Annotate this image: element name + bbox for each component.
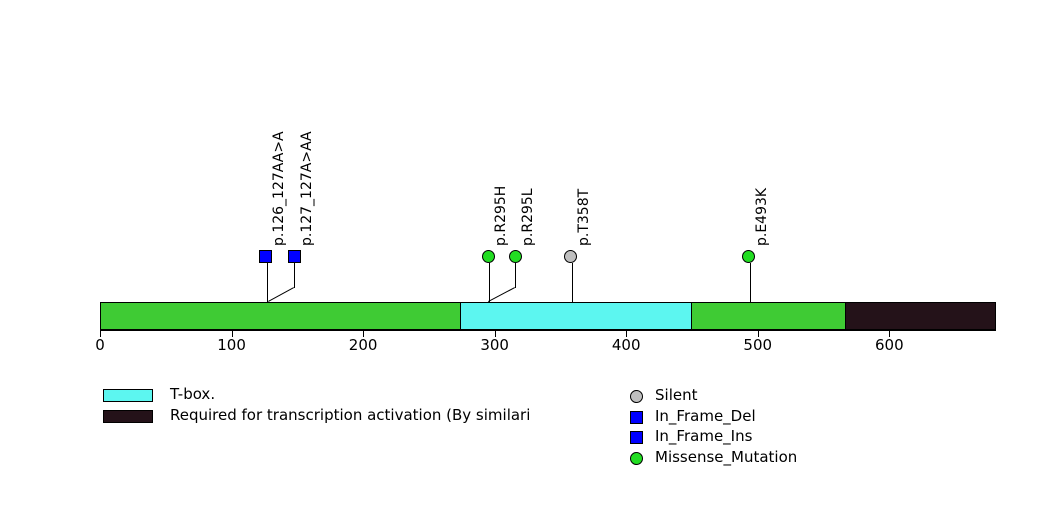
mutation-label: p.126_127AA>A: [270, 131, 287, 246]
domain-legend-label: T-box.: [170, 385, 216, 403]
lollipop-stem: [294, 262, 296, 288]
axis-tick-label: 500: [743, 336, 773, 354]
mutation-legend-key: [630, 431, 643, 444]
protein-domain[interactable]: [844, 303, 995, 329]
mutation-marker[interactable]: [481, 249, 495, 263]
mutation-legend-label: In_Frame_Del: [655, 406, 756, 425]
mutation-legend-label: In_Frame_Ins: [655, 427, 753, 445]
domain-legend-swatch: [103, 389, 153, 402]
mutation-label: p.T358T: [575, 188, 592, 246]
mutation-label: p.R295L: [520, 188, 537, 246]
mutation-legend-label: Silent: [655, 386, 698, 404]
axis-tick: [363, 331, 365, 337]
mutation-marker[interactable]: [742, 249, 756, 263]
axis-tick: [100, 331, 101, 337]
protein-domain[interactable]: [460, 303, 692, 329]
mutation-legend-key: [630, 451, 643, 465]
domain-legend-swatch: [103, 410, 153, 423]
lollipop-stem: [571, 262, 573, 302]
mutation-legend-key: [630, 410, 643, 424]
mutation-marker[interactable]: [287, 249, 301, 263]
mutation-legend-key: [630, 390, 643, 403]
lollipop-stem-connector: [488, 287, 516, 302]
axis-tick: [626, 331, 628, 337]
lollipop-stem: [266, 262, 268, 302]
mutation-label: p.127_127A>AA: [299, 131, 316, 246]
axis-tick-label: 300: [480, 336, 509, 354]
axis-tick-label: 400: [611, 336, 641, 354]
axis-tick-label: 600: [874, 336, 904, 354]
lollipop-stem-connector: [268, 287, 295, 302]
lollipop-stem: [488, 262, 490, 302]
mutation-label: p.R295H: [493, 185, 510, 246]
axis-tick: [757, 331, 759, 337]
mutation-marker[interactable]: [259, 249, 273, 263]
axis-tick-label: 200: [348, 336, 378, 354]
axis-tick: [889, 331, 891, 337]
domain-legend-label: Required for transcription activation (B…: [170, 406, 531, 424]
mutation-marker[interactable]: [508, 249, 522, 263]
lollipop-stem: [749, 262, 751, 302]
lollipop-stem: [515, 262, 517, 288]
mutation-label: p.E493K: [753, 187, 770, 246]
x-axis-line: [100, 330, 996, 331]
axis-tick-label: 100: [217, 336, 246, 354]
axis-tick: [494, 331, 496, 337]
mutation-marker[interactable]: [564, 249, 578, 263]
axis-tick: [231, 331, 233, 337]
axis-tick-label: 0: [95, 336, 105, 354]
mutation-legend-label: Missense_Mutation: [655, 447, 798, 466]
protein-backbone[interactable]: [100, 302, 996, 330]
